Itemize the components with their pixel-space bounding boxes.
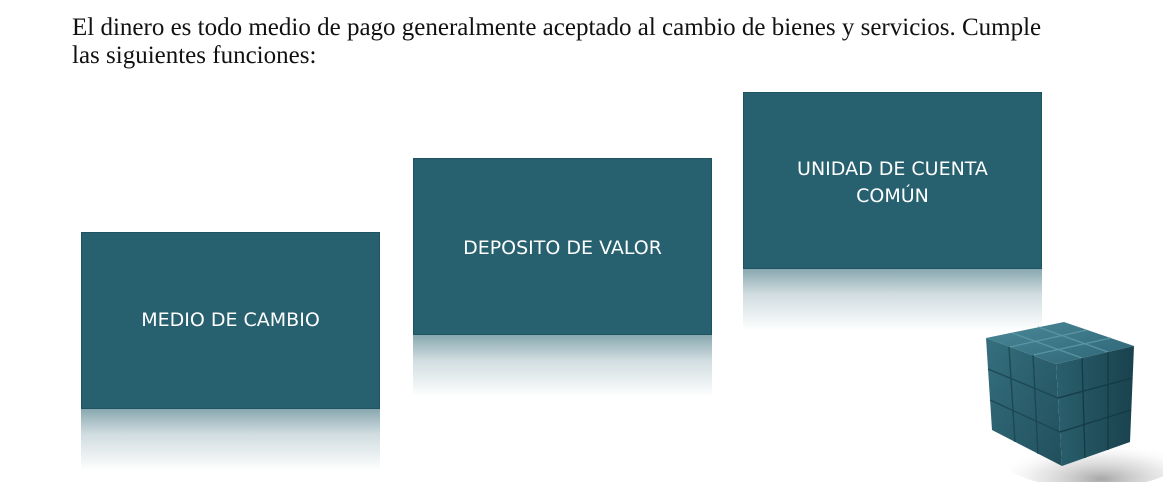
cube-icon [972,318,1163,487]
step-reflection [81,409,380,471]
step-box: UNIDAD DE CUENTA COMÚN [743,92,1042,269]
cube-graphic [986,322,1163,487]
cube-front-face [986,338,1062,466]
step-label-line-2: COMÚN [856,185,929,207]
step-box: MEDIO DE CAMBIO [81,232,380,409]
step-label: MEDIO DE CAMBIO [141,309,320,331]
step-box: DEPOSITO DE VALOR [413,158,712,335]
step-reflection [413,335,712,397]
cube-top-face [986,322,1134,364]
step-reflection [743,269,1042,331]
step-deposito-de-valor: DEPOSITO DE VALOR [413,158,712,397]
step-unidad-de-cuenta-comun: UNIDAD DE CUENTA COMÚN [743,92,1042,331]
cube-side-face [1056,346,1134,466]
step-label: UNIDAD DE CUENTA COMÚN [797,156,988,210]
step-label: DEPOSITO DE VALOR [463,237,662,259]
step-label-line-1: UNIDAD DE CUENTA [797,158,988,180]
step-medio-de-cambio: MEDIO DE CAMBIO [81,232,380,471]
intro-paragraph: El dinero es todo medio de pago generalm… [72,14,1042,69]
cube-grid-lines [1009,326,1112,359]
